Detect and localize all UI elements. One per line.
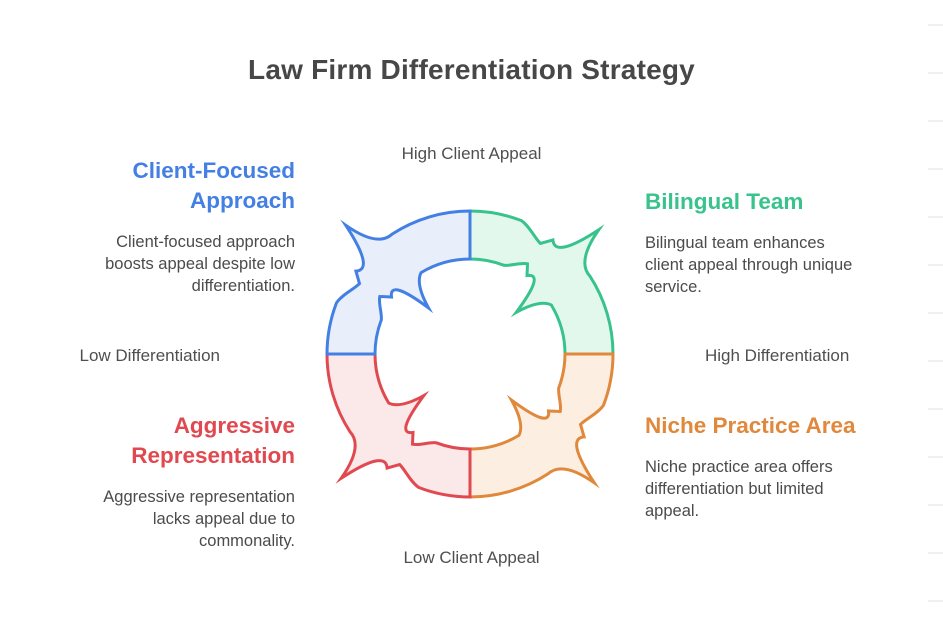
quadrant-heading: Bilingual Team <box>645 189 804 214</box>
quadrant-heading: Aggressive Representation <box>131 413 295 468</box>
quadrant-heading: Niche Practice Area <box>645 413 856 438</box>
quadrant-heading: Client-Focused Approach <box>132 158 295 213</box>
cycle-segment-bilingual-team <box>468 209 615 356</box>
cycle-segment-client-focused-approach <box>325 209 472 356</box>
quadrant-description: Client-focused approach boosts appeal de… <box>105 233 295 295</box>
page-title: Law Firm Differentiation Strategy <box>248 54 695 85</box>
axis-label-high-client-appeal: High Client Appeal <box>401 144 542 163</box>
quadrant-description: Aggressive representation lacks appeal d… <box>103 488 295 550</box>
quadrant-description: Niche practice area offers differentiati… <box>645 458 833 520</box>
quadrant-card-client-focused-approach: Client-Focused Approach Client-focused a… <box>75 156 295 297</box>
cycle-segment-niche-practice-area <box>468 352 615 499</box>
quadrant-description: Bilingual team enhances client appeal th… <box>645 234 853 296</box>
quadrant-card-niche-practice-area: Niche Practice Area Niche practice area … <box>645 411 860 522</box>
axis-label-high-differentiation: High Differentiation <box>705 346 850 365</box>
cycle-segment-aggressive-representation <box>325 352 472 499</box>
axis-label-low-differentiation: Low Differentiation <box>79 346 221 365</box>
quadrant-card-bilingual-team: Bilingual Team Bilingual team enhances c… <box>645 187 860 298</box>
quadrant-card-aggressive-representation: Aggressive Representation Aggressive rep… <box>75 411 295 552</box>
axis-label-low-client-appeal: Low Client Appeal <box>403 548 540 567</box>
